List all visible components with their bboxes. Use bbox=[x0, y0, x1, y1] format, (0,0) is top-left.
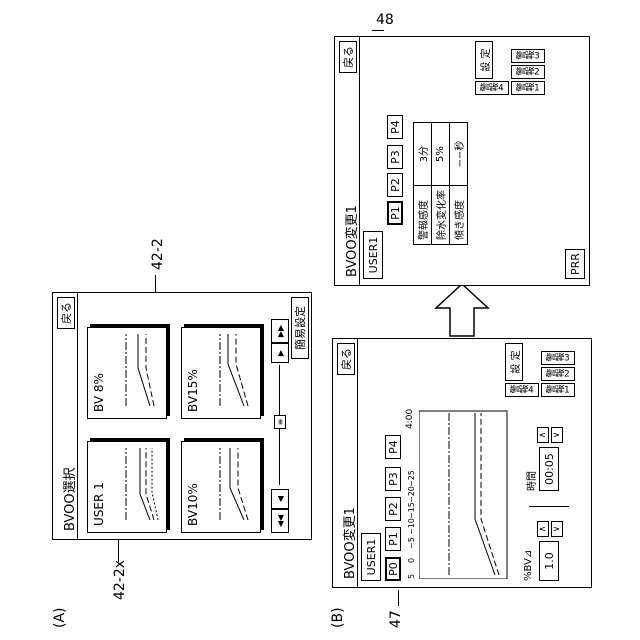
panel-b-graph: 4:00 5 0 −5 −10 −15 −20 −25 bbox=[405, 409, 515, 579]
bv-up-button[interactable]: ∧ bbox=[537, 521, 549, 537]
ref-48-leader bbox=[372, 30, 384, 32]
p1-button[interactable]: P1 bbox=[385, 527, 401, 551]
card-trend-graph bbox=[114, 446, 160, 522]
panel-b-title: BVOO変更1 bbox=[339, 507, 358, 579]
p4-button[interactable]: P4 bbox=[385, 435, 401, 459]
ref-42-2: 42-2 bbox=[150, 238, 166, 270]
card-bv-10[interactable]: BV10% bbox=[181, 441, 261, 533]
figure-label-b: (B) bbox=[330, 607, 346, 628]
c-alarm-4-button[interactable]: 警報4 bbox=[475, 81, 509, 95]
ref-42-2x-leader bbox=[118, 540, 120, 562]
panel-c-title: BVOO変更1 bbox=[341, 205, 360, 277]
panel-b-back-button[interactable]: 戻る bbox=[337, 343, 355, 375]
card-trend-graph bbox=[114, 332, 160, 408]
ref-42-2x: 42-2x bbox=[112, 560, 128, 600]
card-bv-8[interactable]: BV 8% bbox=[87, 327, 167, 419]
row-label: 警報感度 bbox=[414, 186, 432, 245]
graph-y-ticks: 5 0 −5 −10 −15 −20 −25 bbox=[407, 479, 419, 579]
p3-button[interactable]: P3 bbox=[385, 467, 401, 491]
panel-b-user-field[interactable]: USER1 bbox=[361, 533, 381, 581]
panel-a-header-divider bbox=[77, 293, 78, 539]
time-up-button[interactable]: ∧ bbox=[537, 427, 549, 443]
panel-c-set-button[interactable]: 設 定 bbox=[475, 41, 493, 79]
prr-button[interactable]: PRR bbox=[565, 249, 585, 279]
card-name: BV 8% bbox=[88, 328, 110, 418]
row-value: −−秒 bbox=[450, 123, 468, 186]
prev-page-button[interactable]: ◀ bbox=[271, 489, 289, 509]
alarm-2-button[interactable]: 警報2 bbox=[541, 367, 575, 381]
table-row[interactable]: 除水変化率 5% bbox=[432, 123, 450, 245]
panel-a-frame: BVOO選択 戻る USER 1 BV 8% BV10% bbox=[52, 292, 312, 540]
y-tick: −10 bbox=[407, 518, 416, 535]
card-trend-graph bbox=[208, 332, 254, 408]
panel-c-back-button[interactable]: 戻る bbox=[339, 41, 357, 73]
graph-x-tick-end: 4:00 bbox=[405, 409, 415, 429]
y-tick: −15 bbox=[407, 502, 416, 519]
card-name: BV15% bbox=[182, 328, 204, 418]
next-page-button[interactable]: ▶ bbox=[271, 343, 289, 363]
bv-time-divider bbox=[529, 505, 569, 507]
simple-setting-button[interactable]: 簡易設定 bbox=[291, 297, 309, 359]
first-page-button[interactable]: ◀◀ bbox=[271, 509, 289, 533]
c-alarm-1-button[interactable]: 警報1 bbox=[511, 81, 545, 95]
table-row[interactable]: 警報感度 3分 bbox=[414, 123, 432, 245]
panel-b-frame: BVOO変更1 戻る USER1 P0 P1 P2 P3 P4 4:00 5 0… bbox=[332, 338, 592, 588]
row-label: 除水変化率 bbox=[432, 186, 450, 245]
panel-a-back-button[interactable]: 戻る bbox=[57, 297, 75, 329]
ref-48: 48 bbox=[376, 12, 394, 28]
y-tick: −5 bbox=[407, 537, 416, 549]
p2-button[interactable]: P2 bbox=[385, 497, 401, 521]
y-tick: −25 bbox=[407, 470, 416, 487]
panel-b-set-button[interactable]: 設 定 bbox=[505, 343, 523, 381]
row-value: 5% bbox=[432, 123, 450, 186]
row-value: 3分 bbox=[414, 123, 432, 186]
y-tick: 0 bbox=[407, 558, 416, 563]
card-name: BV10% bbox=[182, 442, 204, 532]
alarm-3-button[interactable]: 警報3 bbox=[541, 351, 575, 365]
card-user-1[interactable]: USER 1 bbox=[87, 441, 167, 533]
time-value-field[interactable]: 00:05 bbox=[539, 447, 559, 491]
scroll-thumb[interactable]: ≡ bbox=[274, 415, 286, 429]
card-name: USER 1 bbox=[88, 442, 110, 532]
y-tick: 5 bbox=[407, 574, 416, 579]
c-p4-button[interactable]: P4 bbox=[387, 115, 403, 139]
panel-c-header-divider bbox=[359, 37, 360, 285]
p0-button[interactable]: P0 bbox=[385, 557, 401, 581]
card-trend-graph bbox=[208, 446, 254, 522]
alarm-1-button[interactable]: 警報1 bbox=[541, 383, 575, 397]
bv-value-field[interactable]: 1.0 bbox=[539, 541, 559, 581]
panel-b-header-divider bbox=[357, 339, 358, 587]
transition-arrow bbox=[432, 280, 492, 340]
alarm-settings-table: 警報感度 3分 除水変化率 5% 傾き感度 −−秒 bbox=[413, 122, 468, 245]
alarm-4-button[interactable]: 警報4 bbox=[505, 383, 539, 397]
time-down-button[interactable]: ∨ bbox=[551, 427, 563, 443]
panel-a-title: BVOO選択 bbox=[59, 467, 78, 531]
ref-47-leader bbox=[398, 590, 400, 606]
panel-c-user-field[interactable]: USER1 bbox=[363, 231, 383, 279]
c-alarm-3-button[interactable]: 警報3 bbox=[511, 49, 545, 63]
time-label: 時間 bbox=[523, 471, 538, 491]
y-tick: −20 bbox=[407, 486, 416, 503]
graph-lines bbox=[419, 409, 509, 579]
ref-47: 47 bbox=[388, 610, 404, 628]
c-p3-button[interactable]: P3 bbox=[387, 145, 403, 169]
card-bv-15[interactable]: BV15% bbox=[181, 327, 261, 419]
bv-label: %BV⊿ bbox=[523, 550, 534, 581]
table-row[interactable]: 傾き感度 −−秒 bbox=[450, 123, 468, 245]
c-p1-button[interactable]: P1 bbox=[387, 201, 403, 225]
c-alarm-2-button[interactable]: 警報2 bbox=[511, 65, 545, 79]
bv-down-button[interactable]: ∨ bbox=[551, 521, 563, 537]
panel-c-frame: BVOO変更1 戻る USER1 P1 P2 P3 P4 警報感度 3分 除水変… bbox=[334, 36, 590, 286]
panel-a-nav-bar: ◀◀ ◀ ≡ ▶ ▶▶ bbox=[271, 319, 289, 533]
last-page-button[interactable]: ▶▶ bbox=[271, 319, 289, 343]
figure-label-a: (A) bbox=[52, 607, 68, 628]
c-p2-button[interactable]: P2 bbox=[387, 173, 403, 197]
row-label: 傾き感度 bbox=[450, 186, 468, 245]
